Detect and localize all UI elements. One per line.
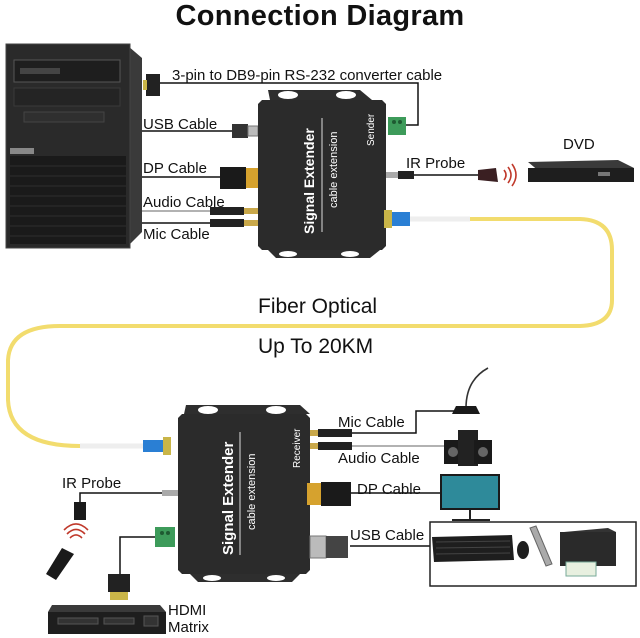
receiver-device-role: Receiver xyxy=(292,428,303,468)
hdmi-matrix-icon xyxy=(48,605,166,634)
sender-device-name: Signal Extender xyxy=(301,128,317,234)
sender-dp-cable-label: DP Cable xyxy=(143,160,207,177)
dvd-label: DVD xyxy=(563,136,595,153)
receiver-audio-jacks-icon xyxy=(310,429,352,450)
receiver-dp-cable-label: DP Cable xyxy=(357,481,421,498)
receiver-mic-cable-label: Mic Cable xyxy=(338,414,405,431)
sender-audio-cable-label: Audio Cable xyxy=(143,194,225,211)
sender-device-icon xyxy=(258,90,414,258)
fiber-optical-label: Fiber Optical xyxy=(258,295,378,318)
usb-plug-icon xyxy=(232,124,259,138)
sender-usb-cable-label: USB Cable xyxy=(143,116,218,133)
monitor-icon xyxy=(440,474,500,521)
sender-cables xyxy=(142,82,480,224)
ir-signal-icon xyxy=(503,163,517,187)
receiver-device-subtitle: cable extension xyxy=(246,454,258,530)
receiver-device-name: Signal Extender xyxy=(220,441,237,555)
dvd-player-icon xyxy=(528,160,634,182)
ir-probe-icon xyxy=(478,168,498,182)
speakers-icon xyxy=(444,430,492,466)
pc-tower-icon xyxy=(5,43,142,249)
fiber-optic-cable xyxy=(6,216,614,455)
sender-device-subtitle: cable extension xyxy=(328,132,340,208)
db9-connector-icon xyxy=(143,74,160,96)
receiver-usb-cable-label: USB Cable xyxy=(350,527,425,544)
receiver-ir-probe-icon xyxy=(74,502,86,520)
receiver-usb-plug-icon xyxy=(309,535,348,559)
receiver-ir-signal-icon xyxy=(63,523,89,539)
sender-mic-cable-label: Mic Cable xyxy=(143,226,210,243)
diagram-title: Connection Diagram xyxy=(175,0,465,32)
receiver-ir-probe-label: IR Probe xyxy=(62,475,122,492)
microphone-icon xyxy=(452,367,489,414)
sender-ir-probe-label: IR Probe xyxy=(406,155,466,172)
dp-plug-icon xyxy=(220,167,258,189)
sender-device-role: Sender xyxy=(366,113,377,146)
receiver-db9-connector-icon xyxy=(108,574,130,600)
receiver-dp-plug-icon xyxy=(307,482,351,506)
usb-peripherals-box xyxy=(429,521,637,587)
hdmi-label: HDMI xyxy=(168,602,207,619)
receiver-cables xyxy=(79,410,458,575)
fiber-distance-label: Up To 20KM xyxy=(258,335,374,358)
rs232-cable-label: 3-pin to DB9-pin RS-232 converter cable xyxy=(172,67,443,84)
remote-control-icon xyxy=(46,548,74,580)
matrix-label: Matrix xyxy=(168,619,209,636)
keyboard-icon xyxy=(432,535,514,562)
receiver-audio-cable-label: Audio Cable xyxy=(338,450,420,467)
printer-icon xyxy=(560,528,616,577)
audio-jack-icon xyxy=(210,207,258,227)
receiver-device-icon xyxy=(155,405,310,582)
mouse-icon xyxy=(517,541,529,559)
usb-flash-drive-icon xyxy=(529,525,553,567)
